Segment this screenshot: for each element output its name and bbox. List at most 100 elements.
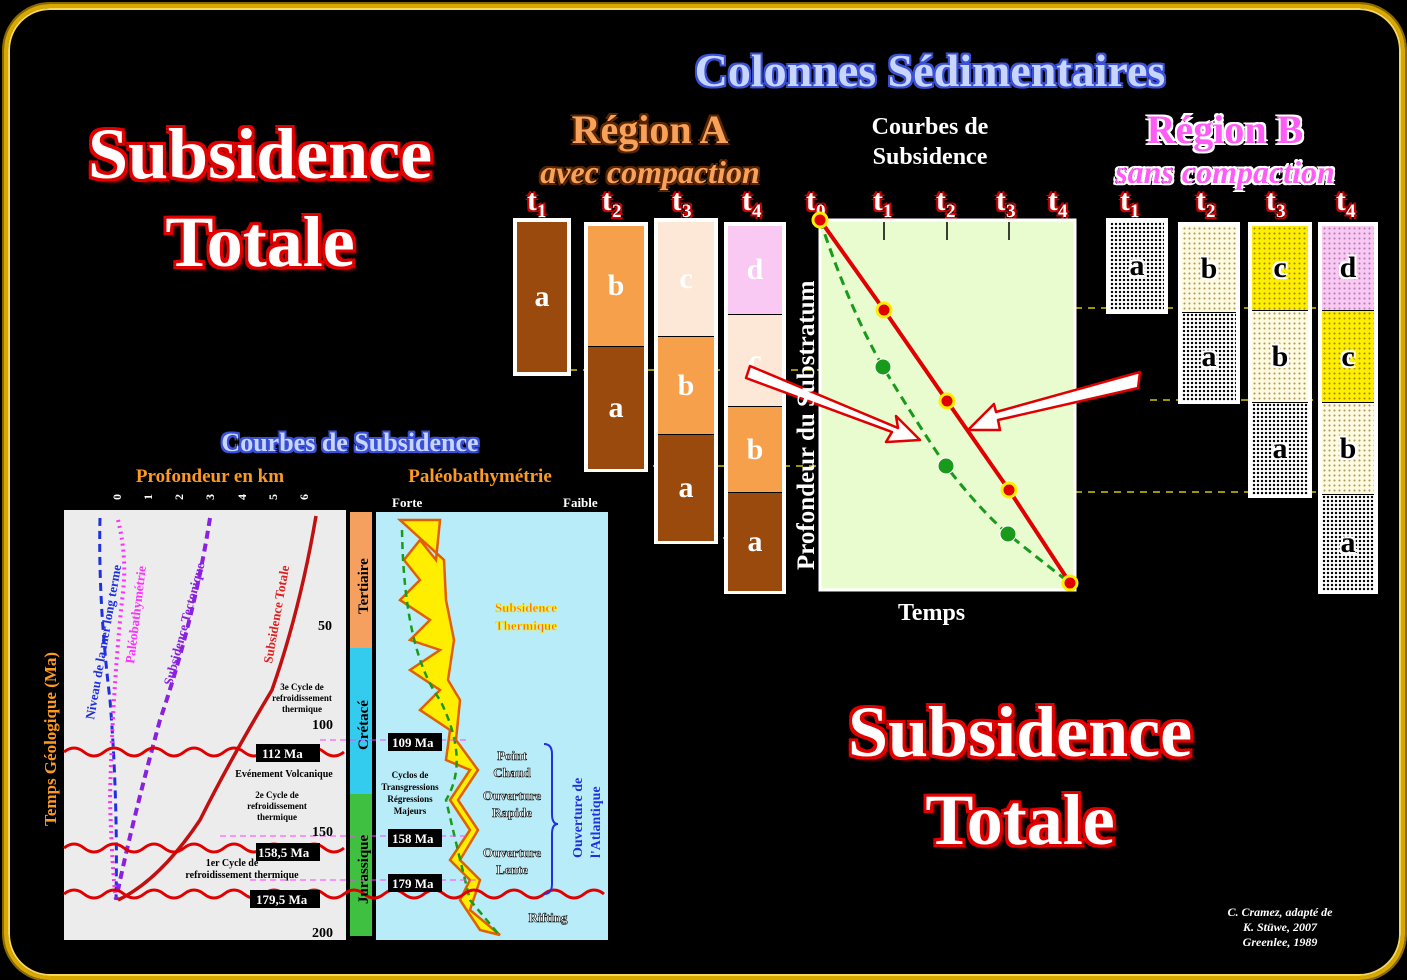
faible-label: Faible [563, 495, 598, 510]
event-right-179: 179 Ma [392, 876, 434, 891]
column-b-t3: c b a [1248, 222, 1312, 498]
event-right-109: 109 Ma [392, 735, 434, 750]
title-right-line1: Subsidence [847, 692, 1193, 772]
subsidence-thermique-2: Thermique [495, 618, 557, 633]
ouverture-rapide-1: Ouverture [483, 788, 541, 803]
time-label-b-t1: t1 [1120, 184, 1140, 222]
event-left-158: 158,5 Ma [258, 845, 310, 860]
depth-tick-2: 2 [172, 494, 186, 500]
green-points [874, 358, 1017, 543]
time-label-chart-t3: t3 [996, 184, 1016, 222]
cycle3-line3: thermique [282, 704, 322, 714]
time-label-b-t2: t2 [1196, 184, 1216, 222]
time-label-b-t4: t4 [1336, 184, 1356, 222]
layer-d: d [1322, 226, 1374, 310]
layer-a: a [658, 434, 714, 541]
age-tick-150: 150 [312, 825, 333, 840]
chart-xlabel: Temps [898, 600, 965, 626]
curve-with-compaction [818, 219, 1071, 585]
cycle2-line3: thermique [257, 812, 297, 822]
depth-tick-5: 5 [266, 494, 280, 500]
total-subsidence-curve [117, 515, 318, 902]
column-a-t3: c b a [654, 218, 718, 544]
region-a-subtitle: avec compaction [540, 154, 760, 190]
column-a-t1: a [513, 218, 571, 376]
depth-tick-3: 3 [203, 494, 217, 500]
region-b-subtitle: sans compaction [1115, 154, 1335, 190]
layer-a: a [1182, 312, 1236, 401]
layer-b: b [1252, 310, 1308, 403]
age-tick-50: 50 [318, 619, 332, 634]
atlantic-line1: Ouverture de [571, 778, 586, 858]
title-right-line2: Totale [925, 780, 1115, 860]
layer-a: a [588, 346, 644, 469]
column-b-t4: d c b a [1318, 222, 1378, 594]
point-chaud-1: Point [497, 748, 527, 763]
cycle3-line1: 3e Cycle de [280, 682, 323, 692]
credit: C. Cramez, adapté de K. Stüwe, 2007 Gree… [1190, 905, 1370, 950]
time-label-a-t4: t4 [742, 184, 762, 222]
region-a-title: Région A [571, 107, 729, 152]
gold-frame [4, 4, 1405, 980]
depth-header: Profondeur en km [135, 466, 285, 487]
paleobathymetry-header: Paléobathymétrie [408, 466, 552, 487]
title-left-line2: Totale [165, 202, 355, 282]
credit-line1: C. Cramez, adapté de [1227, 905, 1333, 919]
ouverture-rapide-2: Rapide [492, 805, 532, 820]
period-jurassique: Jurassique [356, 834, 372, 904]
atlantic-line2: l'Atlantique [589, 786, 604, 858]
region-b-title: Région B [1146, 107, 1304, 152]
forte-label: Forte [392, 495, 423, 510]
subsidence-chart-title-1: Courbes de [871, 114, 989, 140]
cycle1-line2: refroidissement thermique [185, 870, 299, 881]
time-label-a-t3: t3 [672, 184, 692, 222]
transgressions-3: Régressions [387, 794, 433, 804]
column-a-t2: b a [584, 222, 648, 472]
sea-level-curve [98, 517, 118, 901]
depth-tick-4: 4 [235, 494, 249, 500]
layer-b: b [728, 406, 782, 493]
arrow-from-region-a [744, 364, 922, 444]
subsidence-chart-title-2: Subsidence [872, 144, 988, 170]
colonnes-title: Colonnes Sédimentaires [694, 45, 1166, 96]
event-left-112: 112 Ma [262, 746, 303, 761]
transgressions-4: Majeurs [394, 806, 427, 816]
age-tick-100: 100 [312, 718, 333, 733]
time-label-chart-t4: t4 [1048, 184, 1068, 222]
layer-b: b [1182, 226, 1236, 312]
layer-c: c [658, 222, 714, 336]
layer-c: c [1252, 226, 1308, 310]
time-label-chart-t1: t1 [873, 184, 893, 222]
depth-tick-0: 0 [110, 494, 124, 500]
age-tick-200: 200 [312, 926, 333, 941]
cycle2-line1: 2e Cycle de [255, 790, 298, 800]
column-b-t1: a [1106, 218, 1168, 314]
arrow-from-region-b [966, 370, 1142, 432]
paleobathymetry-curve [107, 519, 127, 901]
layer-a: a [517, 222, 567, 372]
time-label-a-t2: t2 [602, 184, 622, 222]
ouverture-lente-2: Lente [496, 862, 528, 877]
layer-d: d [728, 226, 782, 314]
y-axis-title: Temps Géologique (Ma) [41, 652, 60, 826]
layer-a: a [1252, 402, 1308, 495]
volcanic-event: Evénement Volcanique [235, 769, 333, 780]
paleobathymetry-trend [400, 529, 501, 937]
time-label-chart-t2: t2 [936, 184, 956, 222]
event-right-158: 158 Ma [392, 831, 434, 846]
subsidence-thermique-1: Subsidence [495, 600, 557, 615]
layer-a: a [1110, 222, 1164, 310]
cycle2-line2: refroidissement [247, 801, 307, 811]
ouverture-lente-1: Ouverture [483, 845, 541, 860]
event-line-179 [63, 888, 605, 900]
layer-c: c [1322, 310, 1374, 403]
column-a-t4: d c b a [724, 222, 786, 594]
depth-tick-6: 6 [297, 494, 311, 500]
time-ticks [883, 222, 1010, 240]
transgressions-2: Transgressions [381, 782, 439, 792]
chart-ylabel: Profondeur du Substratum [793, 280, 820, 570]
cycle1-line1: 1er Cycle de [206, 858, 259, 869]
layer-b: b [1322, 402, 1374, 495]
credit-line2: K. Stüwe, 2007 [1242, 920, 1317, 934]
